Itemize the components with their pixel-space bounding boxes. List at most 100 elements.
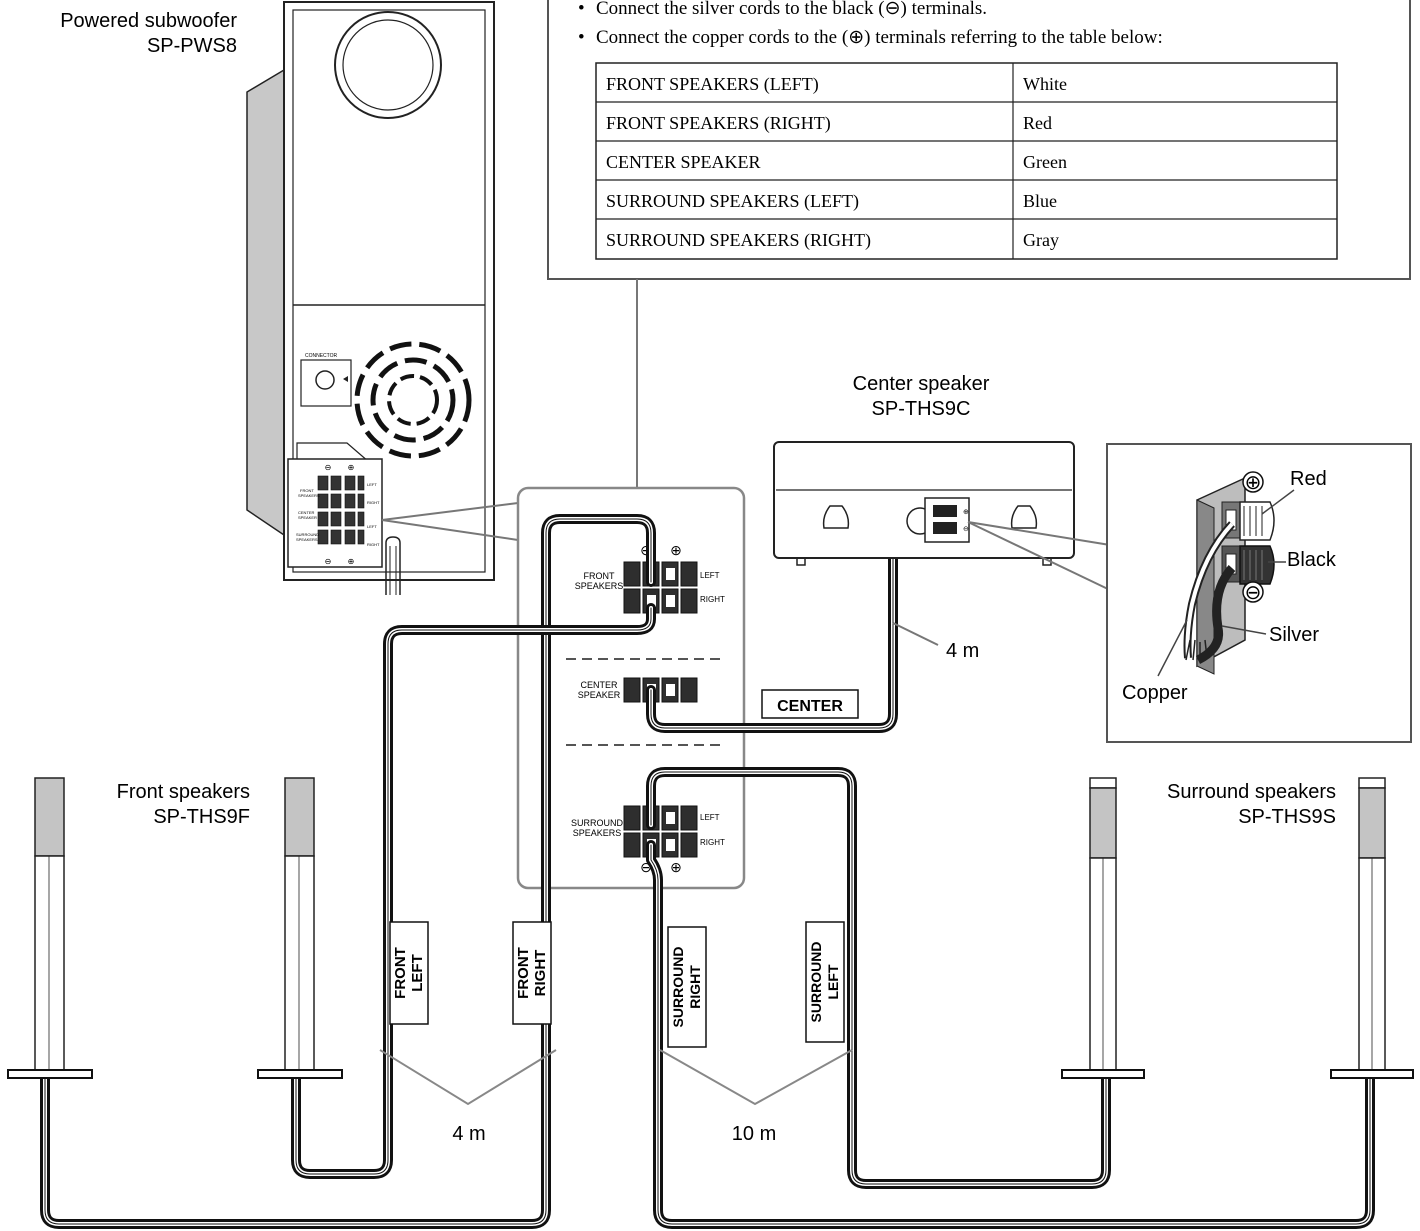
table-cell-terminal: SURROUND SPEAKERS (RIGHT): [606, 230, 871, 251]
front-speakers-label: Front speakers: [117, 781, 250, 803]
svg-text:SPEAKERS: SPEAKERS: [296, 537, 318, 542]
cord-tag-surround-left: SURROUND LEFT: [805, 921, 845, 1043]
detail-black-label: Black: [1287, 549, 1337, 571]
detail-plus: ⊕: [1245, 472, 1262, 494]
svg-text:⊖: ⊖: [325, 463, 332, 472]
length-marker-front: 4 m: [379, 1049, 557, 1145]
panel-right-label: RIGHT: [700, 595, 725, 604]
panel-front-label: FRONT: [584, 571, 615, 581]
surround-speakers-model: SP-THS9S: [1238, 806, 1336, 828]
svg-text:⊖: ⊖: [325, 557, 332, 566]
cord-tag-center: CENTER: [761, 689, 859, 719]
speaker-terminal-panel: FRONT SPEAKERS ⊖ ⊕ LEFT RIGHT CENTER SPE…: [516, 486, 746, 890]
cord-tag-surround-right-text-2: RIGHT: [687, 965, 703, 1009]
panel-left-label: LEFT: [700, 813, 720, 822]
svg-text:SPEAKER: SPEAKER: [298, 515, 317, 520]
svg-text:CENTER: CENTER: [298, 510, 315, 515]
svg-text:⊖: ⊖: [963, 526, 969, 533]
svg-text:LEFT: LEFT: [367, 524, 377, 529]
length-front-text: 4 m: [452, 1123, 485, 1145]
cord-tag-front-right: FRONT RIGHT: [512, 921, 552, 1025]
svg-text:SPEAKERS: SPEAKERS: [298, 493, 320, 498]
table-cell-terminal: CENTER SPEAKER: [606, 152, 761, 172]
cord-tag-center-text: CENTER: [777, 698, 843, 715]
center-terminal-icon: [924, 497, 970, 543]
subwoofer-woofer-icon: [334, 11, 442, 119]
table-cell-terminal: FRONT SPEAKERS (RIGHT): [606, 113, 831, 134]
center-speaker: Center speaker SP-THS9C ⊕ ⊖: [773, 373, 1075, 566]
instruction-silver: Connect the silver cords to the black (⊖…: [596, 0, 987, 19]
keyhole-icon: [1010, 505, 1038, 529]
table-cell-color: White: [1023, 74, 1067, 94]
table-cell-terminal: FRONT SPEAKERS (LEFT): [606, 74, 819, 95]
subwoofer-side: [246, 68, 285, 537]
svg-text:FRONT: FRONT: [300, 488, 314, 493]
panel-plus-icon: ⊕: [670, 542, 682, 558]
panel-minus-icon: ⊖: [640, 859, 652, 875]
center-speaker-label: Center speaker: [853, 373, 990, 395]
panel-center-label: CENTER: [580, 680, 618, 690]
cord-tag-surround-left-text-2: LEFT: [825, 964, 841, 999]
table-cell-color: Gray: [1023, 230, 1059, 250]
instruction-box: • Connect the silver cords to the black …: [547, 0, 1411, 280]
detail-minus: ⊖: [1245, 582, 1262, 604]
panel-center-label-2: SPEAKER: [578, 690, 621, 700]
length-marker-center: 4 m: [892, 622, 979, 662]
cord-tag-front-left-text-2: LEFT: [409, 954, 426, 992]
front-speaker-left: [7, 777, 93, 1079]
cord-tag-front-left-text-1: FRONT: [392, 947, 409, 999]
panel-plus-icon: ⊕: [670, 859, 682, 875]
black-terminal-lever: [1239, 545, 1275, 585]
vent-grille-icon: [354, 341, 472, 459]
subwoofer-label: Powered subwoofer: [60, 10, 237, 32]
surround-speaker-left: [1061, 777, 1145, 1079]
terminal-detail-box: ⊕ ⊖ Red Black Silver Copper: [1106, 443, 1412, 743]
subwoofer: Powered subwoofer SP-PWS8 CONNECTOR ⊖ ⊕ …: [60, 1, 495, 595]
front-speaker-right: [257, 777, 343, 1079]
cord-tag-surround-left-text-1: SURROUND: [808, 942, 824, 1023]
table-cell-terminal: SURROUND SPEAKERS (LEFT): [606, 191, 859, 212]
red-terminal-lever: [1239, 501, 1275, 541]
svg-text:⊕: ⊕: [963, 509, 969, 516]
minus-icon: [1242, 581, 1264, 603]
panel-surround-label: SURROUND: [571, 818, 624, 828]
length-marker-surround: 10 m: [659, 1049, 853, 1145]
color-table: FRONT SPEAKERS (LEFT) White FRONT SPEAKE…: [595, 62, 1338, 260]
connector-label: CONNECTOR: [305, 353, 338, 359]
panel-surround-label-2: SPEAKERS: [573, 828, 622, 838]
length-center-text: 4 m: [946, 640, 979, 662]
detail-copper-label: Copper: [1122, 682, 1188, 704]
panel-right-label: RIGHT: [700, 838, 725, 847]
cord-tag-front-right-text-1: FRONT: [515, 947, 532, 999]
svg-text:⊕: ⊕: [348, 463, 355, 472]
cord-tag-front-left: FRONT LEFT: [389, 921, 429, 1025]
cord-tag-front-right-text-2: RIGHT: [532, 950, 549, 997]
svg-text:RIGHT: RIGHT: [367, 542, 380, 547]
detail-silver-label: Silver: [1269, 624, 1319, 646]
cord-tag-surround-right-text-1: SURROUND: [670, 947, 686, 1028]
length-surround-text: 10 m: [732, 1123, 776, 1145]
detail-red-label: Red: [1290, 468, 1327, 490]
connector-port-icon: [300, 359, 352, 407]
instruction-copper: Connect the copper cords to the (⊕) term…: [596, 27, 1163, 48]
subwoofer-model: SP-PWS8: [147, 35, 237, 57]
surround-speaker-right: [1330, 777, 1414, 1079]
table-cell-color: Green: [1023, 152, 1067, 172]
table-cell-color: Red: [1023, 113, 1052, 133]
front-speakers-model: SP-THS9F: [153, 806, 250, 828]
panel-front-label-2: SPEAKERS: [575, 581, 624, 591]
svg-text:LEFT: LEFT: [367, 482, 377, 487]
surround-speakers-label: Surround speakers: [1167, 781, 1336, 803]
svg-text:⊕: ⊕: [348, 557, 355, 566]
bullet-1: •: [578, 0, 585, 19]
center-speaker-model: SP-THS9C: [872, 398, 971, 420]
plus-icon: [1242, 471, 1264, 493]
panel-left-label: LEFT: [700, 571, 720, 580]
keyhole-icon: [822, 505, 850, 529]
bullet-2: •: [578, 27, 585, 48]
cord-tag-surround-right: SURROUND RIGHT: [667, 926, 707, 1048]
svg-text:RIGHT: RIGHT: [367, 500, 380, 505]
table-cell-color: Blue: [1023, 191, 1057, 211]
svg-text:SURROUND: SURROUND: [296, 532, 319, 537]
